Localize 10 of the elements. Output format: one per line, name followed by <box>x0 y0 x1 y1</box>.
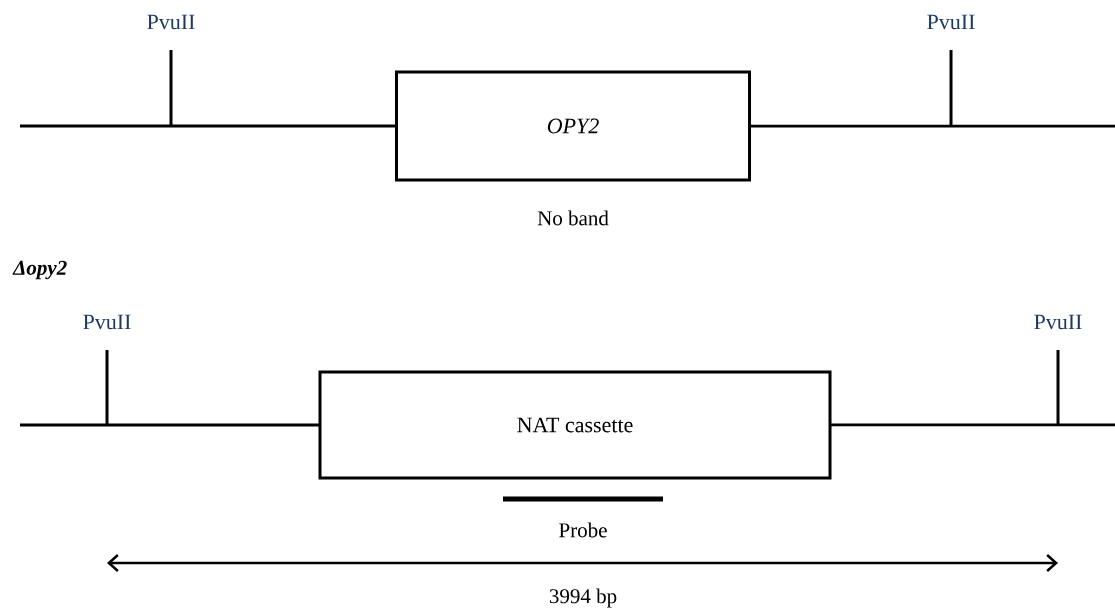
restriction-site-label: PvuII <box>147 14 195 30</box>
restriction-site-label: PvuII <box>927 14 975 30</box>
restriction-site-label: PvuII <box>83 314 131 330</box>
probe-label: Probe <box>559 522 607 538</box>
strain-label: Δopy2 <box>12 260 67 280</box>
gene-box: NAT cassette <box>318 370 832 480</box>
annotation-label: No band <box>537 210 609 226</box>
restriction-site-label: PvuII <box>1034 314 1082 330</box>
dimension-label: 3994 bp <box>549 588 617 608</box>
gene-box: OPY2 <box>395 70 751 182</box>
